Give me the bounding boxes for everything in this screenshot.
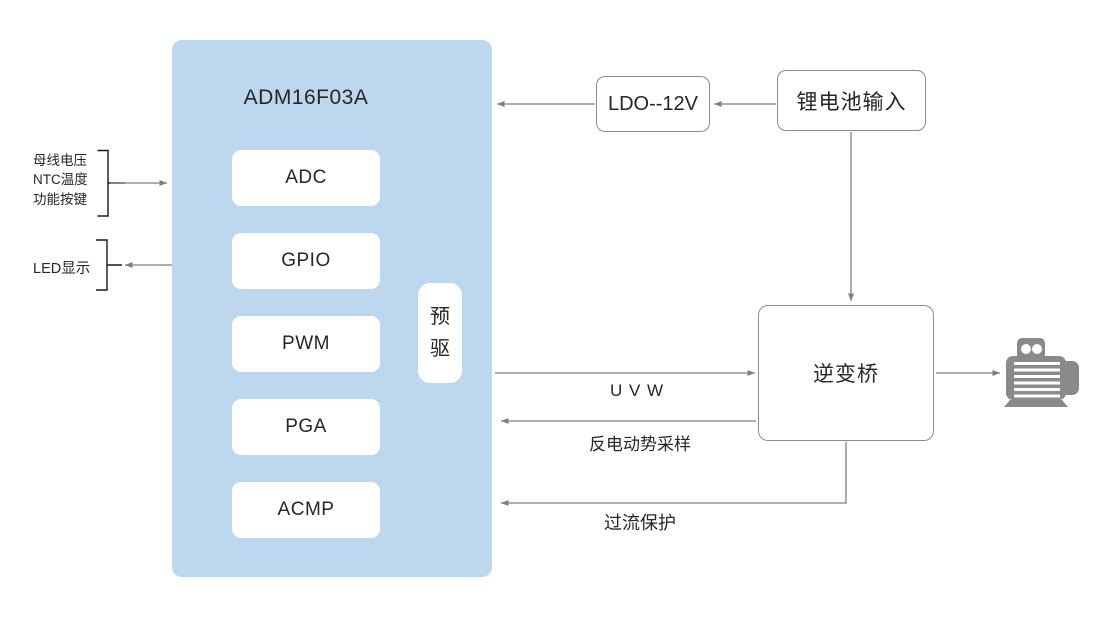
predriver-label: 预驱 [430, 306, 450, 360]
signal-func-keys: 功能按键 [33, 191, 87, 207]
bemf-edge-label: 反电动势采样 [589, 435, 691, 454]
module-adc-label: ADC [285, 167, 327, 188]
led-display-label: LED显示 [33, 261, 91, 277]
module-acmp-label: ACMP [277, 499, 335, 520]
ocp-edge-label: 过流保护 [604, 513, 676, 533]
module-pwm-label: PWM [282, 333, 330, 354]
inverter-bridge-label: 逆变桥 [813, 363, 879, 386]
inverter-bridge-box: 逆变桥 [758, 305, 934, 441]
module-gpio-label: GPIO [281, 250, 331, 271]
predriver-box: 预驱 [418, 283, 462, 383]
signal-ntc-temp: NTC温度 [33, 172, 88, 188]
ldo-label: LDO--12V [607, 92, 699, 115]
module-acmp: ACMP [232, 482, 380, 538]
module-pwm: PWM [232, 316, 380, 372]
bracket-analog-inputs [97, 149, 125, 217]
uvw-edge-label: U V W [609, 381, 665, 400]
battery-input-label: 锂电池输入 [796, 90, 907, 114]
battery-input-box: 锂电池输入 [777, 70, 926, 131]
bracket-led-display [96, 239, 122, 291]
mcu-title: ADM16F03A [243, 86, 369, 109]
motor-icon [1004, 338, 1079, 407]
analog-inputs-label: 母线电压 NTC温度 功能按键 [33, 151, 88, 209]
module-pga: PGA [232, 399, 380, 455]
module-adc: ADC [232, 150, 380, 206]
ldo-box: LDO--12V [596, 76, 710, 132]
module-gpio: GPIO [232, 233, 380, 289]
module-pga-label: PGA [285, 416, 327, 437]
signal-bus-voltage: 母线电压 [33, 153, 87, 168]
